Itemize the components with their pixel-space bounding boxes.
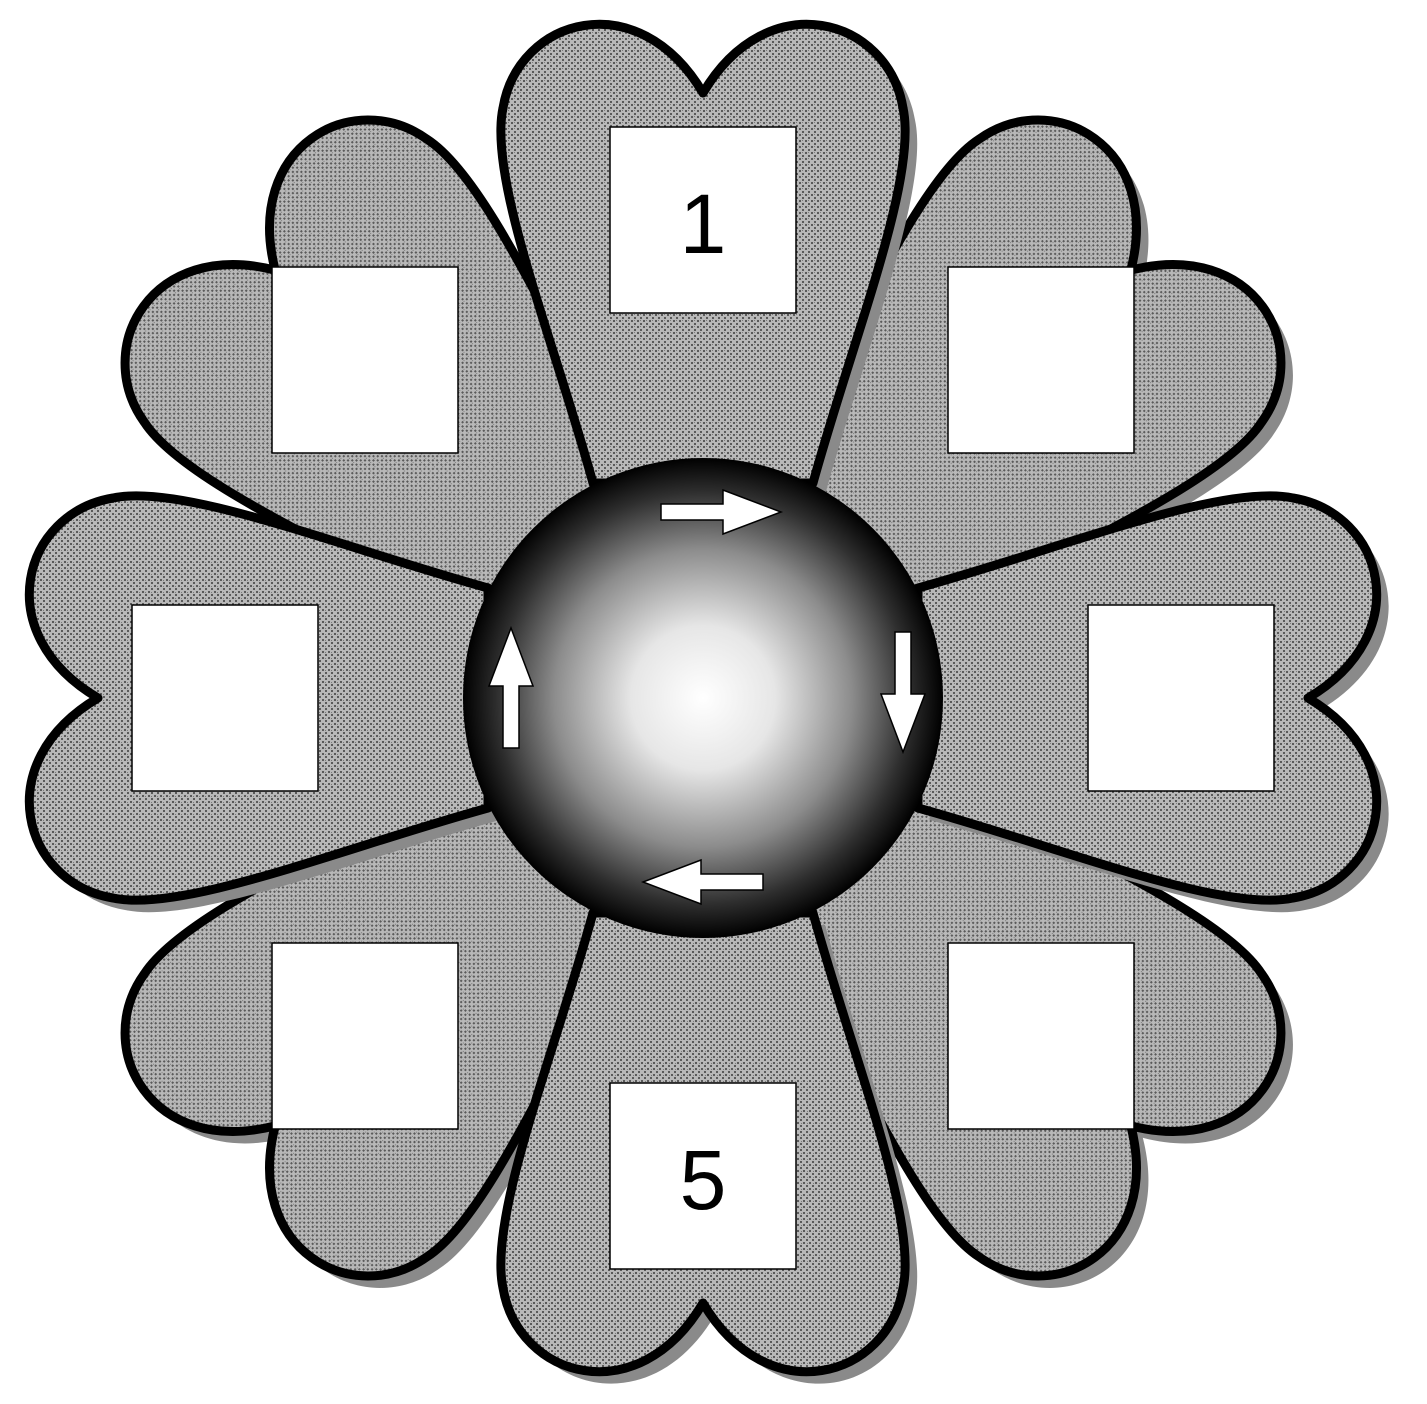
center-sphere	[463, 458, 943, 938]
label-box-text: 5	[680, 1133, 727, 1227]
label-box-rect	[948, 943, 1134, 1129]
label-box-top[interactable]: 1	[610, 127, 796, 313]
label-box-top-right[interactable]	[948, 267, 1134, 453]
label-box-rect	[132, 605, 318, 791]
label-box-bottom[interactable]: 5	[610, 1083, 796, 1269]
label-box-text: 1	[680, 177, 727, 271]
label-box-rect	[948, 267, 1134, 453]
label-box-rect	[272, 943, 458, 1129]
label-box-bottom-right[interactable]	[948, 943, 1134, 1129]
label-box-left[interactable]	[132, 605, 318, 791]
label-box-bottom-left[interactable]	[272, 943, 458, 1129]
label-box-right[interactable]	[1088, 605, 1274, 791]
label-box-rect	[1088, 605, 1274, 791]
label-box-top-left[interactable]	[272, 267, 458, 453]
label-box-rect	[272, 267, 458, 453]
